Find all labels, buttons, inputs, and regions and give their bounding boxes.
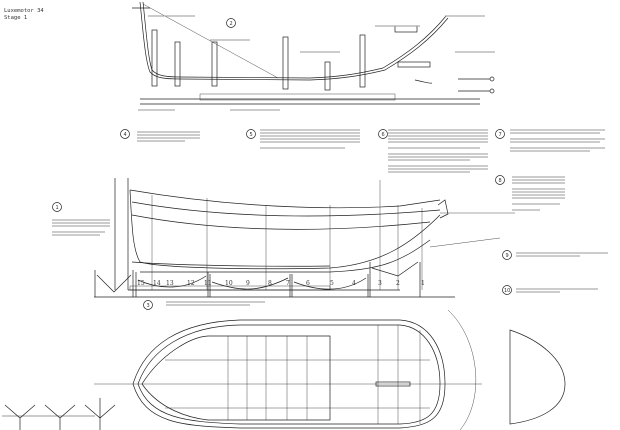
plan-title-block: Luxemotor 34 Stage 1 (4, 8, 44, 21)
svg-text:6: 6 (382, 132, 385, 138)
svg-text:7: 7 (499, 132, 502, 138)
svg-text:9: 9 (506, 253, 509, 259)
step-markers: 1 2 3 4 5 6 7 8 9 10 (52, 18, 512, 310)
step-marker: 7 (495, 129, 505, 139)
station-number: 3 (378, 280, 382, 287)
step-marker: 10 (502, 285, 512, 295)
svg-text:4: 4 (124, 132, 127, 138)
instruction-notes (2, 129, 608, 417)
step-marker: 2 (226, 18, 236, 28)
step-marker: 6 (378, 129, 388, 139)
station-number: 13 (166, 280, 174, 287)
svg-text:10: 10 (504, 288, 510, 294)
step-marker: 5 (246, 129, 256, 139)
step-marker: 9 (502, 250, 512, 260)
step-marker: 8 (495, 175, 505, 185)
station-number: 1 (421, 280, 425, 287)
station-number: 10 (225, 280, 233, 287)
step-marker: 1 (52, 202, 62, 212)
station-number: 7 (286, 280, 290, 287)
hull-plan-view (94, 309, 566, 430)
svg-text:1: 1 (56, 205, 59, 211)
svg-text:8: 8 (499, 178, 502, 184)
station-number: 8 (268, 280, 272, 287)
plan-stage: Stage 1 (4, 14, 28, 21)
station-number: 2 (396, 280, 400, 287)
hull-profile-drawing (114, 178, 515, 291)
svg-text:2: 2 (230, 21, 233, 27)
station-number: 14 (153, 280, 161, 287)
keel-jig-drawing (132, 1, 495, 111)
svg-text:5: 5 (250, 132, 253, 138)
station-number: 5 (330, 280, 334, 287)
station-number: 15 (137, 280, 145, 287)
plan-title: Luxemotor 34 (4, 8, 44, 14)
step-marker: 3 (143, 300, 153, 310)
keel-detail-sections (4, 398, 116, 430)
step-marker: 4 (120, 129, 130, 139)
svg-text:3: 3 (147, 303, 150, 309)
station-number: 4 (352, 280, 356, 287)
frame-sections (94, 261, 455, 298)
station-number: 6 (306, 280, 310, 287)
station-number: 9 (246, 280, 250, 287)
